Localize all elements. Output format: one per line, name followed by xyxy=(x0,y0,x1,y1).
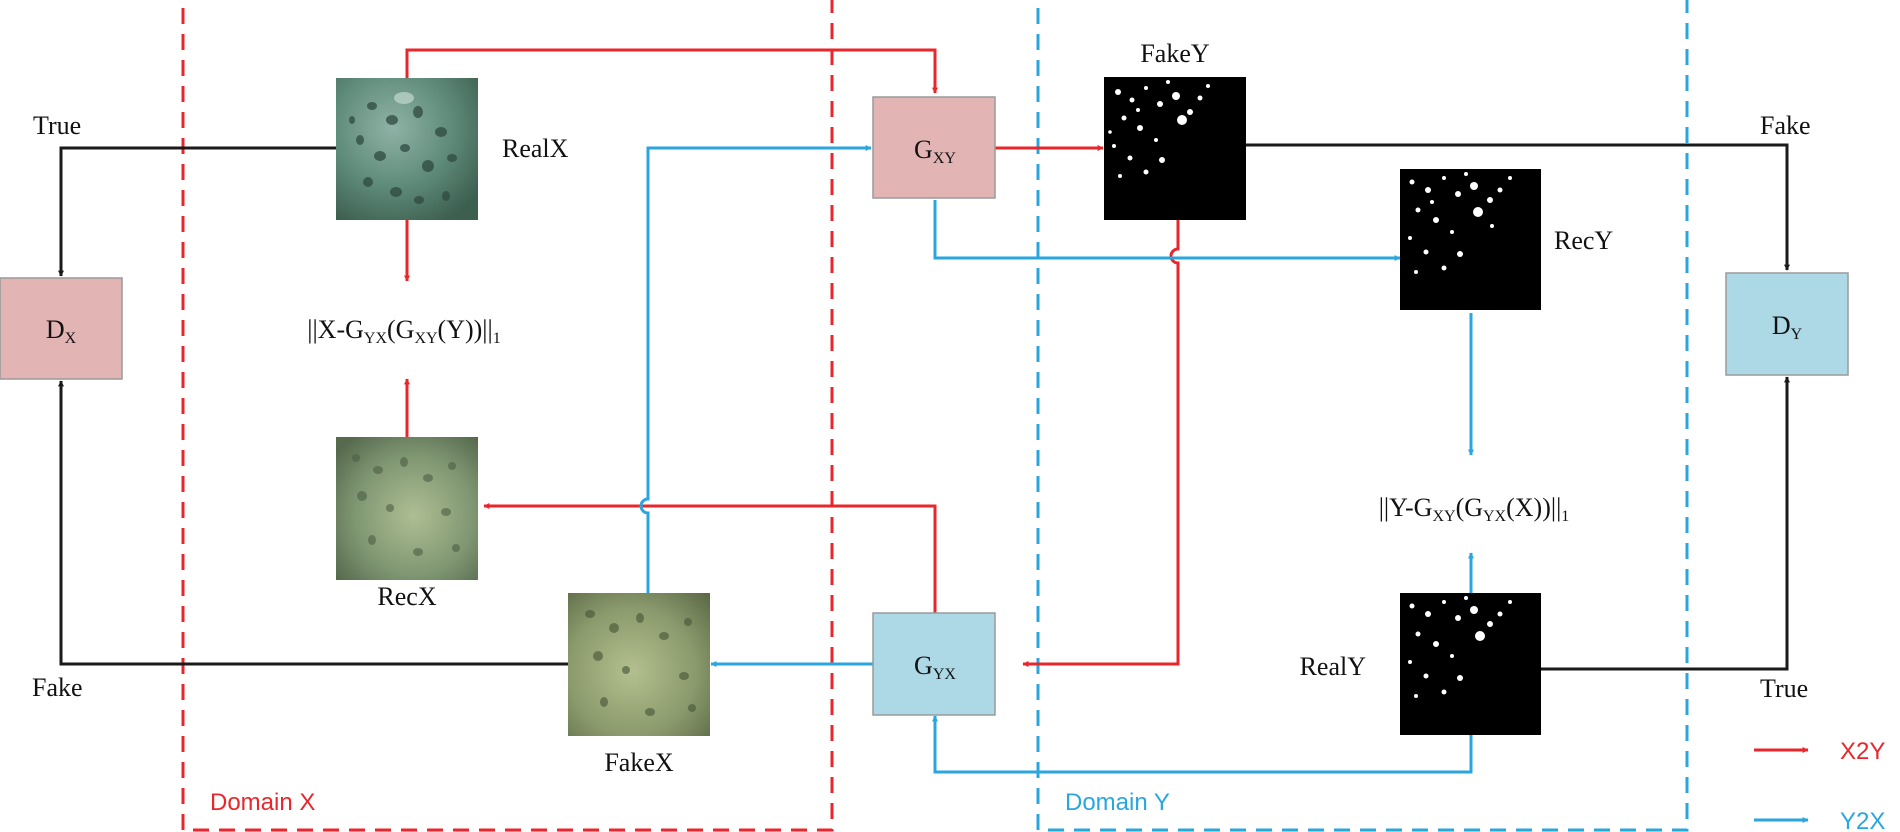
loss-x-formula: ||X-GYX(GXY(Y))||1 xyxy=(307,315,500,347)
generator-gyx: GYX xyxy=(872,612,996,716)
discriminator-dx: DX xyxy=(0,277,123,380)
arrow-fakex-to-dx xyxy=(58,380,568,666)
label-left-fake: Fake xyxy=(32,673,83,702)
dx-label: DX xyxy=(46,315,77,347)
label-domain-x: Domain X xyxy=(210,789,315,816)
arrow-realy-to-dy xyxy=(1540,376,1790,671)
discriminator-dy: DY xyxy=(1725,272,1849,376)
image-recy xyxy=(1400,169,1541,310)
label-right-true: True xyxy=(1760,674,1808,703)
domain-x-box xyxy=(181,0,834,832)
arrow-gyx-to-recx xyxy=(483,503,937,613)
arrow-fakex-to-gxy xyxy=(639,145,872,593)
image-fakex xyxy=(568,593,710,736)
image-realy xyxy=(1400,593,1541,735)
legend-x2y-label: X2Y xyxy=(1840,738,1885,765)
image-realx xyxy=(336,78,478,220)
arrow-gxy-to-recy xyxy=(933,200,1401,261)
label-realy: RealY xyxy=(1300,652,1367,681)
generator-gxy: GXY xyxy=(872,96,996,199)
dy-label: DY xyxy=(1772,311,1803,343)
image-recx xyxy=(336,437,478,580)
arrow-realx-to-gxy xyxy=(405,48,938,94)
legend: X2Y Y2X xyxy=(1754,738,1885,832)
label-domain-y: Domain Y xyxy=(1065,789,1170,816)
label-recx: RecX xyxy=(377,582,436,611)
label-realx: RealX xyxy=(502,134,569,163)
label-right-fake: Fake xyxy=(1760,111,1811,140)
arrow-fakey-to-gyx xyxy=(1022,220,1180,667)
arrow-realy-to-gyx xyxy=(932,715,1473,774)
label-recy: RecY xyxy=(1554,226,1613,255)
label-fakey: FakeY xyxy=(1140,39,1210,68)
legend-y2x-label: Y2X xyxy=(1840,808,1885,832)
domain-y-box xyxy=(1036,0,1689,832)
loss-y-formula: ||Y-GXY(GYX(X))||1 xyxy=(1379,493,1570,525)
arrow-realx-to-dx xyxy=(58,146,336,277)
label-fakex: FakeX xyxy=(604,748,674,777)
gxy-label: GXY xyxy=(914,135,956,167)
gyx-label: GYX xyxy=(914,651,956,683)
arrow-fakey-to-dy xyxy=(1246,143,1790,271)
label-left-true: True xyxy=(33,111,81,140)
image-fakey xyxy=(1104,77,1246,220)
